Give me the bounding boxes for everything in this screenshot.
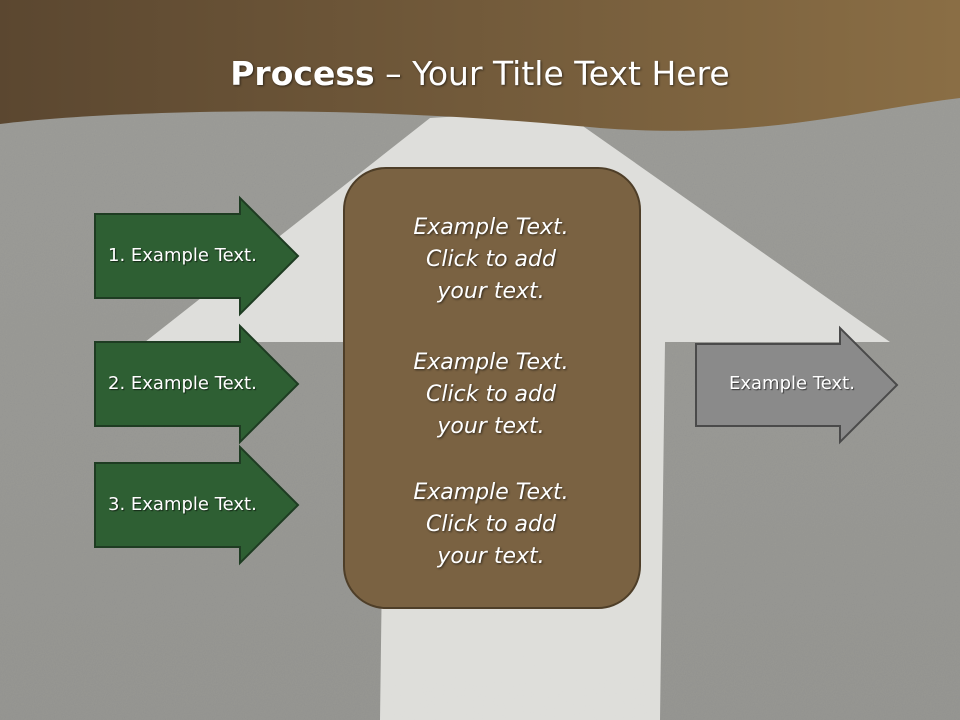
- right-arrow[interactable]: [695, 325, 899, 445]
- center-block-3-line-3: your text.: [437, 544, 545, 569]
- center-block-1-line-2: Click to add: [426, 247, 556, 272]
- right-arrow-label: Example Text.: [729, 373, 855, 394]
- center-block-3: Example Text. Click to add your text.: [345, 477, 637, 573]
- center-text-box[interactable]: [343, 167, 641, 609]
- center-block-2-line-3: your text.: [437, 414, 545, 439]
- center-block-1: Example Text. Click to add your text.: [345, 212, 637, 308]
- center-block-3-line-1: Example Text.: [413, 480, 569, 505]
- center-block-2-line-1: Example Text.: [413, 350, 569, 375]
- slide-title[interactable]: Process – Your Title Text Here: [0, 54, 960, 93]
- left-arrow-1-label: 1. Example Text.: [108, 245, 257, 266]
- center-block-1-line-1: Example Text.: [413, 215, 569, 240]
- left-arrow-2[interactable]: [94, 323, 300, 445]
- title-rest: – Your Title Text Here: [374, 54, 730, 93]
- left-arrow-3[interactable]: [94, 444, 300, 566]
- header-band: [0, 0, 960, 131]
- center-block-2: Example Text. Click to add your text.: [345, 347, 637, 443]
- center-block-3-line-2: Click to add: [426, 512, 556, 537]
- center-block-1-line-3: your text.: [437, 279, 545, 304]
- left-arrow-1[interactable]: [94, 195, 300, 317]
- center-block-2-line-2: Click to add: [426, 382, 556, 407]
- left-arrow-2-label: 2. Example Text.: [108, 373, 257, 394]
- title-bold: Process: [230, 54, 375, 93]
- left-arrow-3-label: 3. Example Text.: [108, 494, 257, 515]
